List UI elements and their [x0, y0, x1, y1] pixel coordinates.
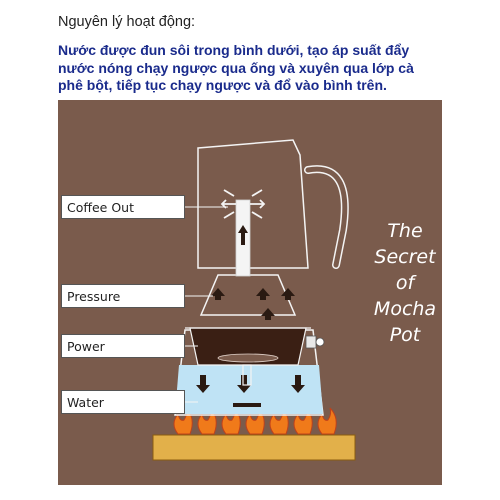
title-line: Secret [374, 246, 436, 268]
upper-chamber [197, 139, 309, 269]
title-line: of [395, 272, 415, 294]
label-water: Water [61, 390, 185, 414]
water-arrows [196, 375, 305, 407]
description: Nước được đun sôi trong bình dưới, tạo á… [58, 42, 414, 93]
title-line: The [387, 220, 423, 242]
stove-plate [152, 434, 356, 461]
filter-holes [217, 353, 279, 363]
label-power: Power [61, 334, 185, 358]
coffee-out-arrows [220, 189, 266, 219]
mocha-pot-drawing [152, 139, 356, 461]
label-coffee-out: Coffee Out [61, 195, 185, 219]
water-fill [175, 365, 323, 414]
heading: Nguyên lý hoạt động: [58, 14, 196, 30]
pressure-arrows [211, 288, 295, 320]
mocha-pot-diagram: Coffee Out Pressure Power Water The Secr… [58, 100, 442, 485]
funnel-tube [242, 364, 252, 386]
title-line: Mocha [373, 298, 437, 320]
column-up-arrow [238, 225, 248, 245]
label-pressure: Pressure [61, 284, 185, 308]
diagram-title: The Secret of Mocha Pot [368, 218, 442, 348]
title-line: Pot [389, 324, 421, 346]
valve-knob [315, 337, 325, 347]
upper-collector [199, 274, 297, 316]
label-pointers [185, 206, 228, 403]
valve-body [305, 335, 317, 349]
